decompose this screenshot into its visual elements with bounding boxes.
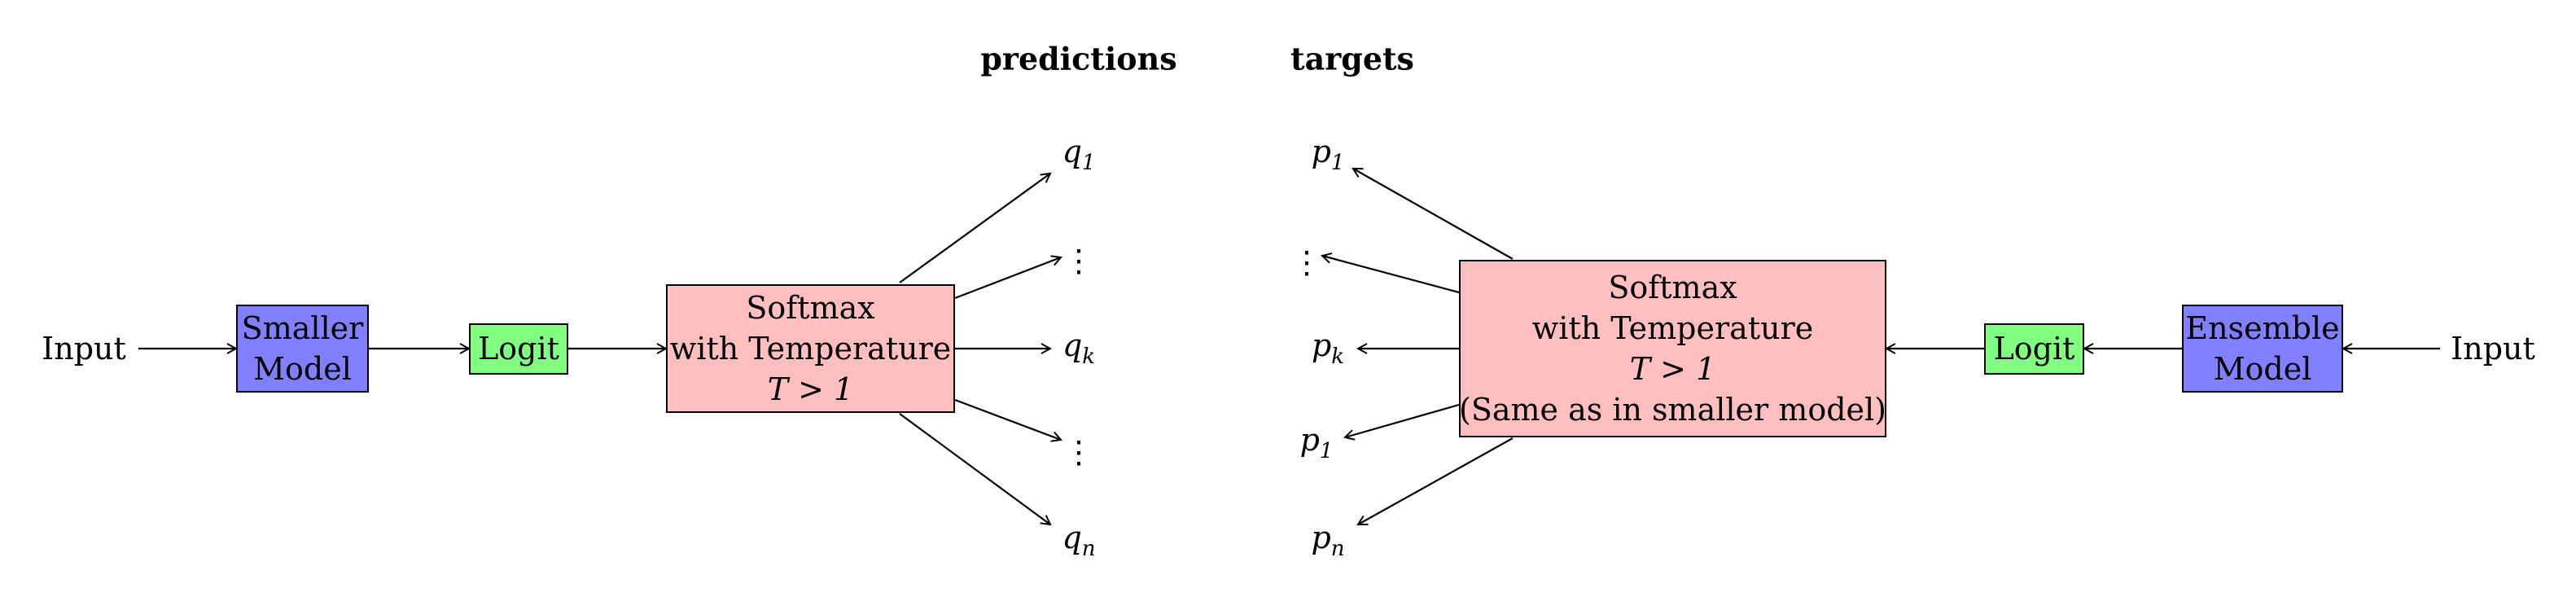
right-vdots: ⋮ xyxy=(1291,244,1322,280)
right-softmax-line-2: with Temperature xyxy=(1531,309,1814,346)
right-softmax-line-3: T > 1 xyxy=(1629,351,1716,387)
right-logit-box: Logit xyxy=(1984,323,2084,375)
right-input-label: Input xyxy=(2451,331,2535,367)
predictions-header: predictions xyxy=(980,40,1177,77)
smaller-model-line-1: Smaller xyxy=(241,309,364,346)
left-softmax-line-2: with Temperature xyxy=(669,330,952,367)
arrow-to-right-dots xyxy=(1322,256,1460,294)
arrow-to-q1 xyxy=(899,173,1050,283)
target-pk: pk xyxy=(1311,327,1345,369)
arrow-to-pn xyxy=(1358,437,1514,525)
arrow-to-upper-dots xyxy=(954,257,1061,300)
left-input-label: Input xyxy=(42,331,126,367)
lower-vdots: ⋮ xyxy=(1063,434,1094,470)
smaller-model-line-2: Model xyxy=(253,351,352,387)
smaller-model-box: Smaller Model xyxy=(236,305,369,393)
target-p1-top: p1 xyxy=(1311,134,1345,175)
arrow-to-p1-top xyxy=(1353,169,1514,260)
left-logit-label: Logit xyxy=(478,331,559,367)
arrow-to-p1-lower xyxy=(1345,403,1460,437)
left-softmax-line-3: T > 1 xyxy=(767,371,854,408)
right-softmax-box: Softmax with Temperature T > 1 (Same as … xyxy=(1459,260,1886,437)
target-p1-lower: p1 xyxy=(1299,422,1334,463)
ensemble-model-line-1: Ensemble xyxy=(2185,309,2340,346)
right-logit-label: Logit xyxy=(1993,331,2075,367)
left-softmax-line-1: Softmax xyxy=(746,289,875,326)
targets-header: targets xyxy=(1290,40,1414,77)
arrow-to-lower-dots xyxy=(954,398,1061,440)
ensemble-model-box: Ensemble Model xyxy=(2182,305,2343,393)
output-qn: qn xyxy=(1062,520,1096,561)
right-softmax-line-4: (Same as in smaller model) xyxy=(1459,392,1886,428)
upper-vdots: ⋮ xyxy=(1063,243,1094,279)
output-q1: q1 xyxy=(1062,134,1096,175)
right-softmax-line-1: Softmax xyxy=(1608,269,1737,305)
target-pn: pn xyxy=(1311,520,1345,561)
left-softmax-box: Softmax with Temperature T > 1 xyxy=(666,284,955,413)
left-logit-box: Logit xyxy=(469,323,568,375)
arrow-to-qn xyxy=(899,413,1050,525)
ensemble-model-line-2: Model xyxy=(2213,351,2312,387)
output-qk: qk xyxy=(1062,327,1096,369)
